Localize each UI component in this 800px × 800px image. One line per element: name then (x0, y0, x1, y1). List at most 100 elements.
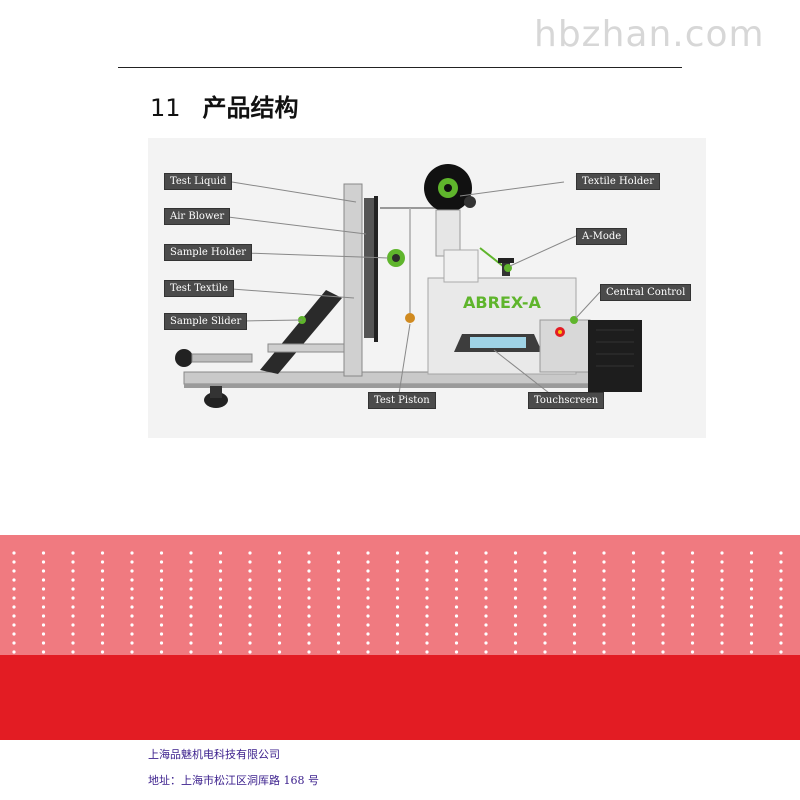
pattern-dot (543, 596, 547, 600)
pattern-dot (41, 587, 46, 591)
pattern-dot (690, 587, 695, 591)
pattern-dot (484, 605, 488, 609)
pattern-dot (307, 632, 311, 636)
pattern-dot (248, 614, 252, 618)
pattern-dot (395, 578, 400, 582)
pattern-dot (513, 623, 518, 627)
pattern-dot (720, 614, 724, 618)
pattern-dot (690, 623, 695, 627)
pattern-dot (572, 614, 577, 618)
pattern-dot (572, 596, 577, 600)
pattern-dot (779, 641, 783, 645)
pattern-dot (366, 560, 370, 564)
pattern-dot (336, 605, 341, 609)
pattern-dot (543, 605, 547, 609)
pattern-dot (661, 632, 665, 636)
pattern-dot (307, 560, 311, 564)
pattern-dot (602, 569, 606, 573)
pattern-dot (159, 605, 164, 609)
pattern-dot (454, 560, 459, 564)
pattern-dot (395, 641, 400, 645)
pattern-dot (41, 614, 46, 618)
watermark: hbzhan.com (534, 14, 765, 55)
pattern-dot (484, 578, 488, 582)
pattern-dot (572, 578, 577, 582)
pattern-dot (661, 650, 665, 654)
pattern-dot (454, 578, 459, 582)
pattern-dot (602, 587, 606, 591)
pattern-dot (454, 623, 459, 627)
pattern-dot (513, 569, 518, 573)
callout-sample-slider: Sample Slider (164, 313, 248, 330)
pattern-dot (661, 578, 665, 582)
pattern-dot (159, 641, 164, 645)
pattern-dot (159, 578, 164, 582)
pattern-dot (749, 560, 754, 564)
pattern-dot (602, 623, 606, 627)
pattern-dot (12, 650, 16, 654)
pattern-dot (749, 605, 754, 609)
pattern-dot (189, 551, 193, 555)
pattern-dot (41, 596, 46, 600)
pattern-dot (366, 614, 370, 618)
footer-address: 地址：上海市松江区洞厍路 168 号 (148, 774, 319, 787)
pattern-dot (572, 641, 577, 645)
pattern-dot (395, 596, 400, 600)
pattern-dot (572, 551, 577, 555)
pattern-dot (395, 587, 400, 591)
pattern-dot (218, 569, 223, 573)
pattern-dot (425, 560, 429, 564)
pattern-dot (749, 623, 754, 627)
pattern-dot (218, 614, 223, 618)
pattern-dot (454, 650, 459, 654)
pattern-dot (631, 650, 636, 654)
pattern-dot (336, 623, 341, 627)
pattern-dot (218, 578, 223, 582)
pattern-dot (631, 560, 636, 564)
pattern-dot (189, 605, 193, 609)
pattern-dot (189, 632, 193, 636)
machine-illustration: ABREX-A (175, 164, 642, 408)
pattern-dot (690, 596, 695, 600)
pattern-dot (100, 632, 105, 636)
pattern-dot (661, 641, 665, 645)
pattern-dot (248, 578, 252, 582)
pattern-dot (602, 632, 606, 636)
pattern-dot (425, 551, 429, 555)
pattern-dot (454, 569, 459, 573)
pattern-dot (41, 569, 46, 573)
pattern-dot (12, 632, 16, 636)
pattern-dot (189, 587, 193, 591)
pattern-dot (71, 560, 75, 564)
pattern-dot (720, 569, 724, 573)
pattern-dot (307, 569, 311, 573)
pattern-dot (189, 569, 193, 573)
pattern-dot (779, 578, 783, 582)
pattern-dot (159, 614, 164, 618)
product-structure-figure: ABREX-A Test Liquid Air Blower Sample Ho… (148, 138, 706, 438)
pattern-dot (690, 614, 695, 618)
pattern-dot (307, 623, 311, 627)
pattern-dot (366, 650, 370, 654)
pattern-dot (395, 632, 400, 636)
pattern-dot (12, 551, 16, 555)
pattern-dot (395, 551, 400, 555)
pattern-dot (543, 641, 547, 645)
pattern-dot (12, 605, 16, 609)
pattern-dot (159, 632, 164, 636)
pattern-dot (690, 605, 695, 609)
pattern-dot (543, 587, 547, 591)
callout-test-piston: Test Piston (368, 392, 436, 409)
pattern-dot (277, 587, 282, 591)
pattern-dot (484, 551, 488, 555)
pattern-dot (336, 587, 341, 591)
decorative-band-light (0, 535, 800, 655)
pattern-dot (248, 632, 252, 636)
pattern-dot (425, 578, 429, 582)
pattern-dot (602, 614, 606, 618)
pattern-dot (631, 641, 636, 645)
pattern-dot (218, 587, 223, 591)
pattern-dot (602, 596, 606, 600)
pattern-dot (366, 605, 370, 609)
